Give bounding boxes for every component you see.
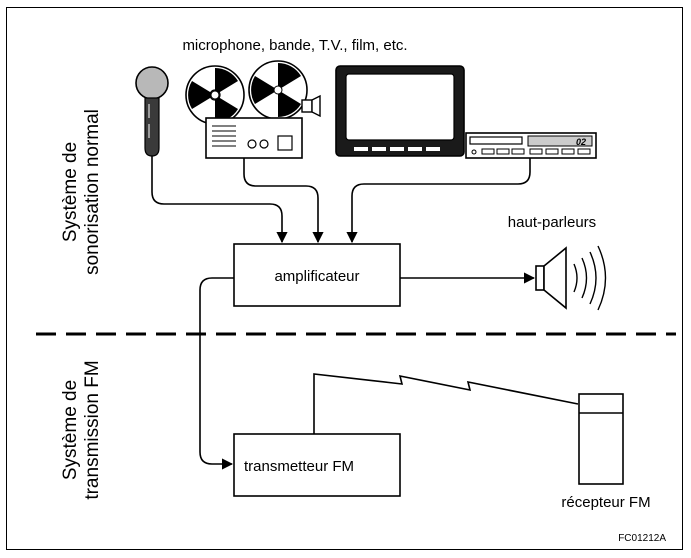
section-fm-line1: Système de (60, 380, 81, 480)
vcr-icon: 02 (465, 132, 597, 159)
section-fm-line2: transmission FM (82, 360, 103, 499)
amplifier-box (233, 243, 401, 307)
wire-vcr (346, 158, 531, 244)
vcr-display: 02 (576, 137, 586, 147)
figure-code: FC01212A (618, 533, 666, 544)
section-label-fm: Système de transmission FM (60, 360, 103, 499)
television-icon (335, 65, 465, 157)
wire-transmitter (199, 277, 234, 470)
amplifier-label: amplificateur (274, 268, 359, 285)
receiver-icon (578, 393, 624, 485)
microphone-icon (135, 66, 169, 157)
transmitter-box (233, 433, 401, 497)
speaker-icon (535, 245, 607, 311)
radio-link (313, 373, 579, 434)
speakers-label: haut-parleurs (508, 214, 596, 231)
section-normal-line2: sonorisation normal (82, 109, 103, 275)
receiver-label: récepteur FM (561, 494, 650, 511)
film-projector-icon (185, 60, 321, 159)
wire-projector (243, 158, 324, 244)
transmitter-label: transmetteur FM (244, 458, 354, 475)
section-normal-line1: Système de (60, 142, 81, 242)
wire-microphone (151, 156, 288, 244)
section-label-normal: Système de sonorisation normal (60, 109, 103, 275)
sources-label: microphone, bande, T.V., film, etc. (182, 37, 407, 54)
